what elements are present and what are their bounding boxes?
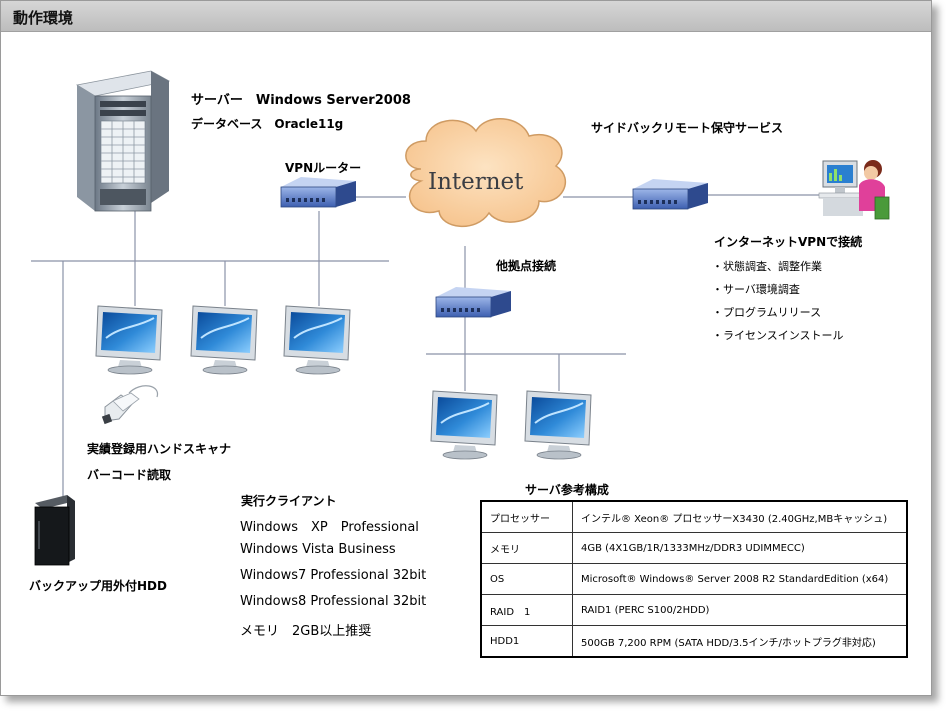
network-diagram [31, 70, 890, 566]
remote-router-icon [632, 179, 708, 210]
branch-router-icon [435, 287, 511, 318]
branch-monitor-icon [524, 390, 592, 460]
spec-value: RAID1 (PERC S100/2HDD) [572, 594, 908, 626]
diagram-frame: 動作環境 [0, 0, 932, 696]
remote-service-label: サイドバックリモート保守サービス [591, 121, 784, 135]
spec-value: インテル® Xeon® プロセッサーX3430 (2.40GHz,MBキャッシュ… [572, 500, 908, 533]
remote-operator-icon [818, 160, 890, 220]
spec-key: メモリ [480, 532, 573, 564]
remote-item: ・状態調査、調整作業 [712, 260, 822, 273]
branch-monitor-icon [430, 390, 498, 460]
client-item: Windows XP Professional [240, 520, 419, 535]
client-item: メモリ 2GB以上推奨 [240, 624, 372, 639]
remote-item: ・ライセンスインストール [712, 329, 844, 342]
table-row: RAID 1 RAID1 (PERC S100/2HDD) [480, 594, 908, 626]
external-hdd-icon [34, 495, 75, 566]
client-monitor-icon [283, 305, 351, 375]
page-title: 動作環境 [13, 9, 74, 27]
server-spec-table: プロセッサー インテル® Xeon® プロセッサーX3430 (2.40GHz,… [480, 500, 908, 658]
client-monitor-icon [95, 305, 163, 375]
spec-key: HDD1 [480, 625, 573, 658]
vpn-router-label: VPNルーター [285, 161, 362, 175]
hand-scanner-icon [101, 385, 159, 425]
network-lines [31, 194, 821, 499]
server-tower-icon [75, 70, 171, 212]
spec-value: 4GB (4X1GB/1R/1333MHz/DDR3 UDIMMECC) [572, 532, 908, 564]
spec-value: Microsoft® Windows® Server 2008 R2 Stand… [572, 563, 908, 595]
table-row: プロセッサー インテル® Xeon® プロセッサーX3430 (2.40GHz,… [480, 500, 908, 533]
spec-key: プロセッサー [480, 500, 573, 533]
client-item: Windows Vista Business [240, 542, 396, 557]
spec-heading: サーバ参考構成 [525, 483, 609, 497]
internet-cloud-icon [405, 118, 567, 228]
server-os-label: サーバー Windows Server2008 [191, 93, 411, 108]
internet-label: Internet [428, 169, 524, 195]
clients-heading: 実行クライアント [241, 494, 337, 508]
remote-vpn-heading: インターネットVPNで接続 [714, 235, 863, 249]
title-bar: 動作環境 [1, 1, 931, 32]
branch-connection-label: 他拠点接続 [496, 259, 557, 273]
spec-value: 500GB 7,200 RPM (SATA HDD/3.5インチ/ホットプラグ非… [572, 625, 908, 658]
remote-item: ・プログラムリリース [712, 306, 822, 319]
client-monitor-icon [190, 305, 258, 375]
scanner-label: 実績登録用ハンドスキャナ [87, 442, 232, 456]
table-row: HDD1 500GB 7,200 RPM (SATA HDD/3.5インチ/ホッ… [480, 625, 908, 658]
spec-key: RAID 1 [480, 594, 573, 626]
backup-hdd-label: バックアップ用外付HDD [29, 579, 167, 593]
client-item: Windows7 Professional 32bit [240, 568, 427, 583]
table-row: OS Microsoft® Windows® Server 2008 R2 St… [480, 563, 908, 595]
client-item: Windows8 Professional 32bit [240, 594, 427, 609]
server-db-label: データベース Oracle11g [191, 117, 344, 131]
remote-item: ・サーバ環境調査 [712, 283, 800, 296]
barcode-label: バーコード読取 [87, 468, 172, 482]
table-row: メモリ 4GB (4X1GB/1R/1333MHz/DDR3 UDIMMECC) [480, 532, 908, 564]
spec-key: OS [480, 563, 573, 595]
vpn-router-icon [280, 177, 356, 208]
